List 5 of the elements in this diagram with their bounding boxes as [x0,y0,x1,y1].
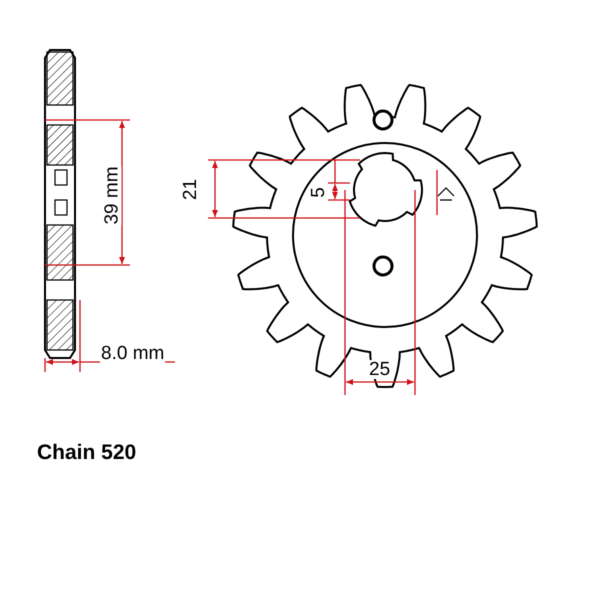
caption: Chain 520 [37,442,136,463]
dimension-label: 39 mm [102,164,122,226]
dimension-label: 5 [308,186,328,198]
dimension-label: 25 [368,360,392,379]
dimension-label: 8.0 mm [100,344,166,363]
